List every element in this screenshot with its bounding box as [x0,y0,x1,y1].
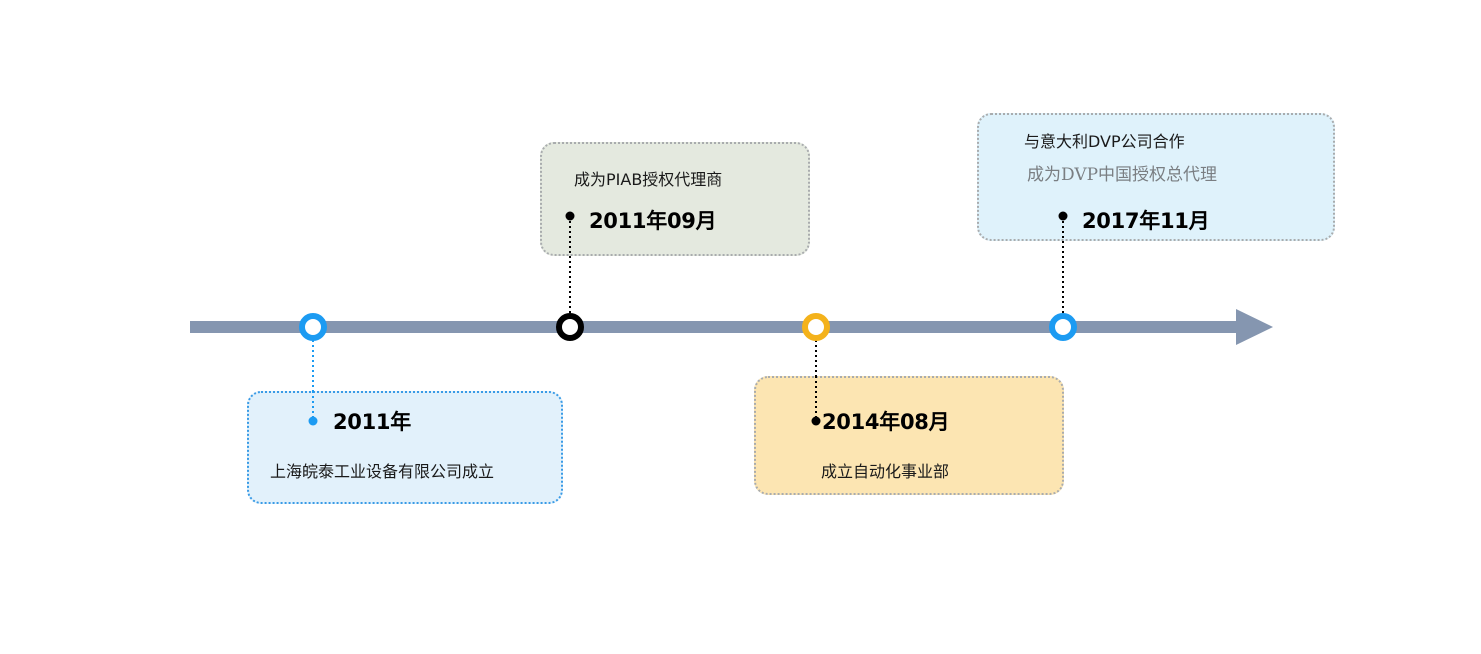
marker-2011 [299,313,327,341]
event-2014-08-date: 2014年08月 [822,410,950,434]
event-2014-08-description: 成立自动化事业部 [821,462,950,481]
event-card-2017-11 [977,113,1335,241]
event-2011-09-date: 2011年09月 [589,209,717,233]
marker-2014-08 [802,313,830,341]
marker-2017-11 [1049,313,1077,341]
event-2011-09-description: 成为PIAB授权代理商 [574,170,723,189]
event-2017-11-date: 2017年11月 [1082,209,1210,233]
timeline-arrowhead [1236,309,1273,345]
marker-2011-09 [556,313,584,341]
event-card-2011 [247,391,563,504]
event-2011-description: 上海皖泰工业设备有限公司成立 [270,462,495,481]
event-2017-11-description-line1: 与意大利DVP公司合作 [1024,132,1185,151]
event-card-2014-08 [754,376,1064,495]
event-card-2011-09 [540,142,810,256]
event-2011-date: 2011年 [333,410,411,434]
event-2017-11-description-line2: 成为DVP中国授权总代理 [1027,165,1218,185]
